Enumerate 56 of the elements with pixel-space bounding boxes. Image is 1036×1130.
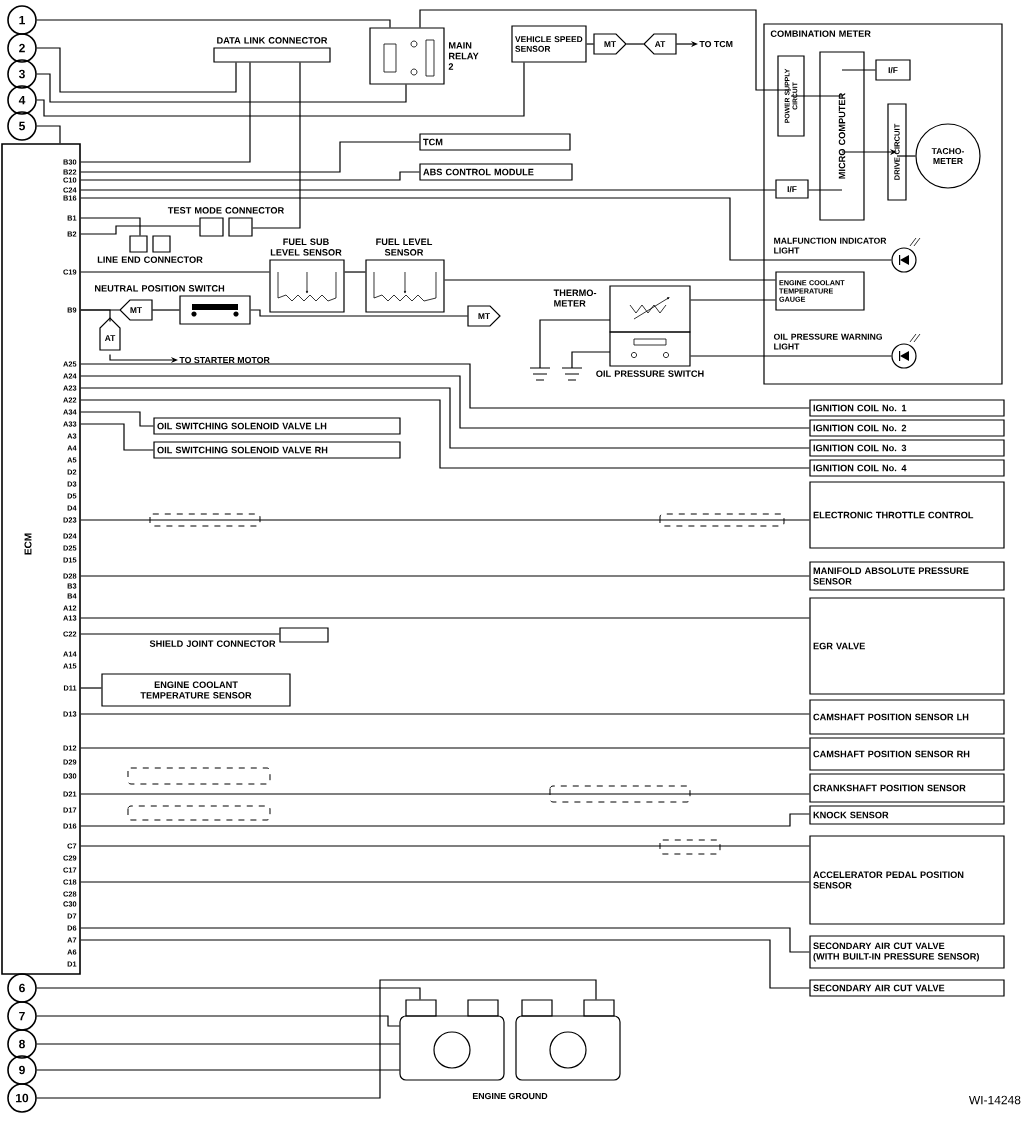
wire xyxy=(808,189,843,191)
wire xyxy=(690,299,776,301)
wire xyxy=(36,1069,401,1071)
wire xyxy=(625,43,645,45)
lamp-symbol xyxy=(891,333,921,369)
wire xyxy=(80,217,141,236)
wire xyxy=(80,881,810,883)
wire xyxy=(80,141,420,173)
wire xyxy=(36,73,407,103)
wire xyxy=(80,687,102,689)
wire xyxy=(80,519,810,521)
wire xyxy=(80,62,251,163)
engine-drawing xyxy=(399,999,505,1081)
wire xyxy=(80,375,810,429)
wire xyxy=(80,813,810,827)
wire xyxy=(80,713,810,715)
wire xyxy=(252,62,301,229)
wire xyxy=(80,939,810,989)
wire xyxy=(80,793,810,795)
wire xyxy=(80,845,810,847)
wire xyxy=(690,355,892,357)
wire xyxy=(344,271,366,273)
wire xyxy=(36,1015,401,1027)
wire xyxy=(841,69,876,71)
wire xyxy=(36,1043,401,1045)
wire xyxy=(80,225,200,235)
wire xyxy=(80,399,810,469)
wire xyxy=(80,633,280,635)
engine-drawing xyxy=(515,999,621,1081)
wire xyxy=(80,309,111,323)
wire xyxy=(36,125,61,144)
wire xyxy=(36,19,391,28)
wire xyxy=(80,363,810,409)
wire xyxy=(80,927,810,953)
wire xyxy=(80,387,810,449)
wire xyxy=(151,309,180,311)
wire xyxy=(419,9,792,91)
wire xyxy=(80,617,810,619)
wire xyxy=(80,271,270,273)
wire xyxy=(80,197,892,261)
lamp-symbol xyxy=(891,237,921,273)
wire xyxy=(36,987,421,1001)
wire xyxy=(444,279,776,281)
wire xyxy=(586,43,595,45)
wire xyxy=(36,62,525,117)
wire xyxy=(80,575,810,577)
wire xyxy=(896,155,916,157)
wire xyxy=(790,95,843,97)
wire xyxy=(80,189,776,191)
wire xyxy=(36,47,237,93)
wire xyxy=(80,411,154,427)
wire xyxy=(250,309,469,317)
wire xyxy=(80,747,810,749)
wire xyxy=(36,979,597,1099)
wire xyxy=(80,423,154,451)
wire xyxy=(80,171,420,181)
